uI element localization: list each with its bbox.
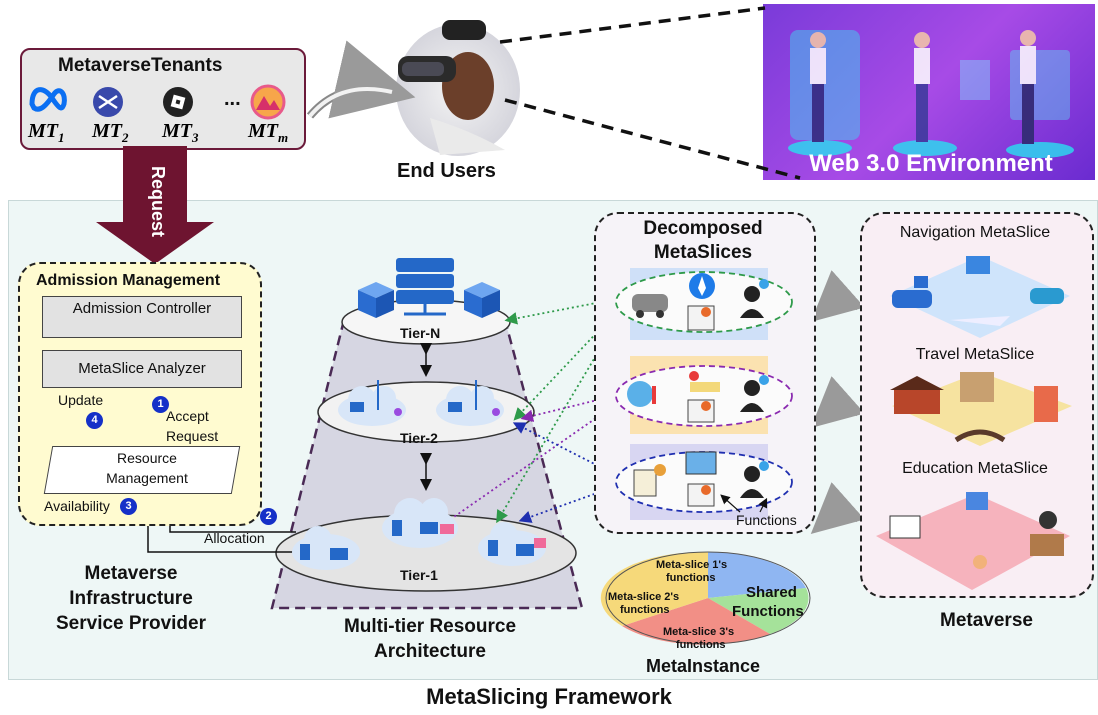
resource-label-1: Resource: [117, 450, 177, 466]
admission-title: Admission Management: [36, 272, 221, 289]
slice2-label-2: functions: [620, 604, 670, 616]
slice3-label-1: Meta-slice 3's: [663, 626, 735, 638]
decomposed-label-1: Decomposed: [643, 218, 763, 239]
request-arrow: [123, 146, 187, 224]
education-scene-icon: [876, 492, 1070, 590]
tier2-cloud-left-icon: [338, 380, 406, 426]
functions-label: Functions: [736, 512, 797, 528]
tenant-m-logo-icon: [250, 84, 286, 120]
provider-label-3: Service Provider: [56, 613, 206, 634]
tenant-label-m: MTm: [248, 120, 289, 145]
metaverse-label: Metaverse: [940, 610, 1033, 631]
provider-label-2: Infrastructure: [69, 588, 193, 609]
server-cube-left-icon: [358, 282, 394, 318]
map-pin-2-icon: [687, 399, 715, 423]
tier1-cloud-left-icon: [292, 526, 360, 570]
metainstance-label: MetaInstance: [646, 656, 761, 676]
provider-label-1: Metaverse: [84, 563, 178, 584]
weather-icon: [627, 381, 656, 407]
step-badge-2: 2: [260, 508, 277, 525]
roblox-logo-icon: [163, 87, 193, 117]
tenants-title: MetaverseTenants: [58, 55, 223, 76]
end-users-label: End Users: [397, 160, 496, 182]
travel-metaslice-label: Travel MetaSlice: [915, 346, 1035, 363]
education-metaslice-label: Education MetaSlice: [902, 460, 1048, 477]
data-exchange-icon: [689, 371, 720, 392]
support-agent-3-icon: [740, 461, 769, 498]
tier-n-label: Tier-N: [400, 325, 441, 341]
web3-label: Web 3.0 Environment: [809, 150, 1053, 177]
car-icon: [632, 294, 668, 318]
slice1-label-2: functions: [666, 572, 716, 584]
tier1-cloud-right-icon: [478, 522, 546, 566]
teacher-screen-icon: [685, 451, 717, 475]
tenant-label-1: MT1: [28, 120, 65, 145]
step-badge-3: 3: [120, 498, 137, 515]
server-rack-icon: [396, 258, 454, 316]
update-label: Update: [58, 392, 104, 408]
tenant-label-2: MT2: [92, 120, 129, 145]
slice1-label-1: Meta-slice 1's: [656, 559, 728, 571]
accept-label-2: Request: [166, 428, 219, 444]
decomposed-label-2: MetaSlices: [653, 242, 753, 263]
compass-icon: [689, 273, 715, 299]
allocation-label: Allocation: [204, 530, 265, 546]
navigation-scene-icon: [890, 256, 1070, 338]
accept-label-1: Accept: [166, 408, 209, 424]
travel-scene-icon: [890, 372, 1072, 446]
support-agent-2-icon: [740, 375, 769, 412]
metaslice-analyzer-box: MetaSlice Analyzer: [42, 350, 242, 388]
support-agent-icon: [740, 279, 769, 318]
architecture-label-1: Multi-tier Resource: [343, 616, 517, 637]
step-badge-1: 1: [152, 396, 169, 413]
server-cube-right-icon: [464, 282, 500, 318]
admission-controller-label: Admission Controller: [72, 300, 212, 317]
slice3-label-2: functions: [676, 639, 726, 651]
admission-controller-box: Admission Controller: [42, 296, 242, 338]
shared-label-2: Functions: [732, 603, 804, 620]
tier1-cloud-center-icon: [382, 498, 458, 548]
document-icon: [633, 464, 666, 497]
tenant-label-3: MT3: [162, 120, 199, 145]
tier2-cloud-right-icon: [436, 380, 504, 426]
resource-label-2: Management: [106, 470, 188, 486]
tenant-2-logo-icon: [93, 87, 123, 117]
tenants-ellipsis: ...: [224, 88, 241, 110]
step-badge-4: 4: [86, 412, 103, 429]
metaslice-analyzer-label: MetaSlice Analyzer: [78, 360, 206, 377]
map-pin-icon: [687, 305, 715, 331]
architecture-label-2: Architecture: [374, 641, 486, 662]
map-pin-3-icon: [687, 483, 715, 507]
tier-2-label: Tier-2: [400, 430, 438, 446]
shared-label-1: Shared: [746, 584, 797, 601]
tier-1-label: Tier-1: [400, 567, 438, 583]
navigation-metaslice-label: Navigation MetaSlice: [899, 224, 1051, 241]
meta-logo-icon: [29, 87, 67, 112]
slice2-label-1: Meta-slice 2's: [608, 591, 680, 603]
framework-title: MetaSlicing Framework: [426, 684, 672, 709]
availability-label: Availability: [44, 498, 110, 514]
